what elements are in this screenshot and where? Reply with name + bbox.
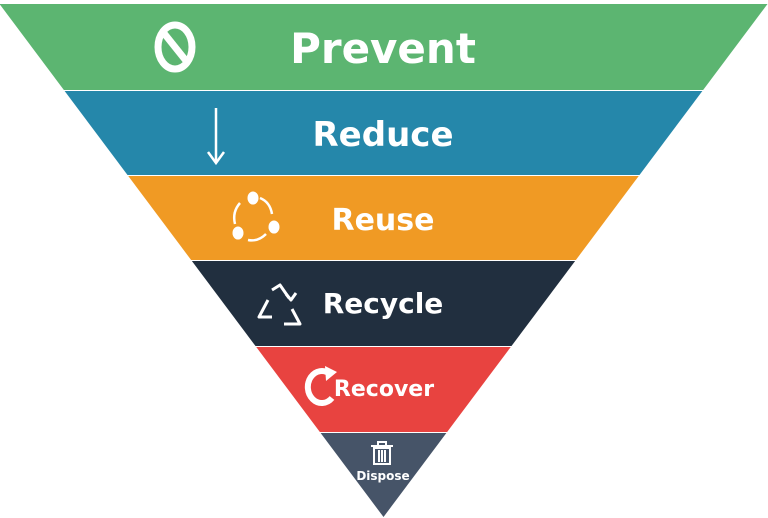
level-label-reduce: Reduce (313, 115, 454, 155)
prohibited-icon (154, 21, 196, 73)
band-dispose (320, 433, 447, 517)
level-label-recycle: Recycle (323, 287, 444, 320)
trash-icon (371, 441, 393, 465)
level-label-reuse: Reuse (331, 203, 434, 238)
level-label-recover: Recover (334, 377, 434, 402)
level-label-dispose: Dispose (356, 469, 409, 483)
arrow-down-icon (206, 108, 226, 166)
level-label-prevent: Prevent (290, 24, 476, 73)
refresh-icon (304, 366, 337, 406)
cycle-icon (232, 191, 280, 242)
recycle-icon (257, 283, 302, 326)
band-prevent (0, 4, 768, 90)
